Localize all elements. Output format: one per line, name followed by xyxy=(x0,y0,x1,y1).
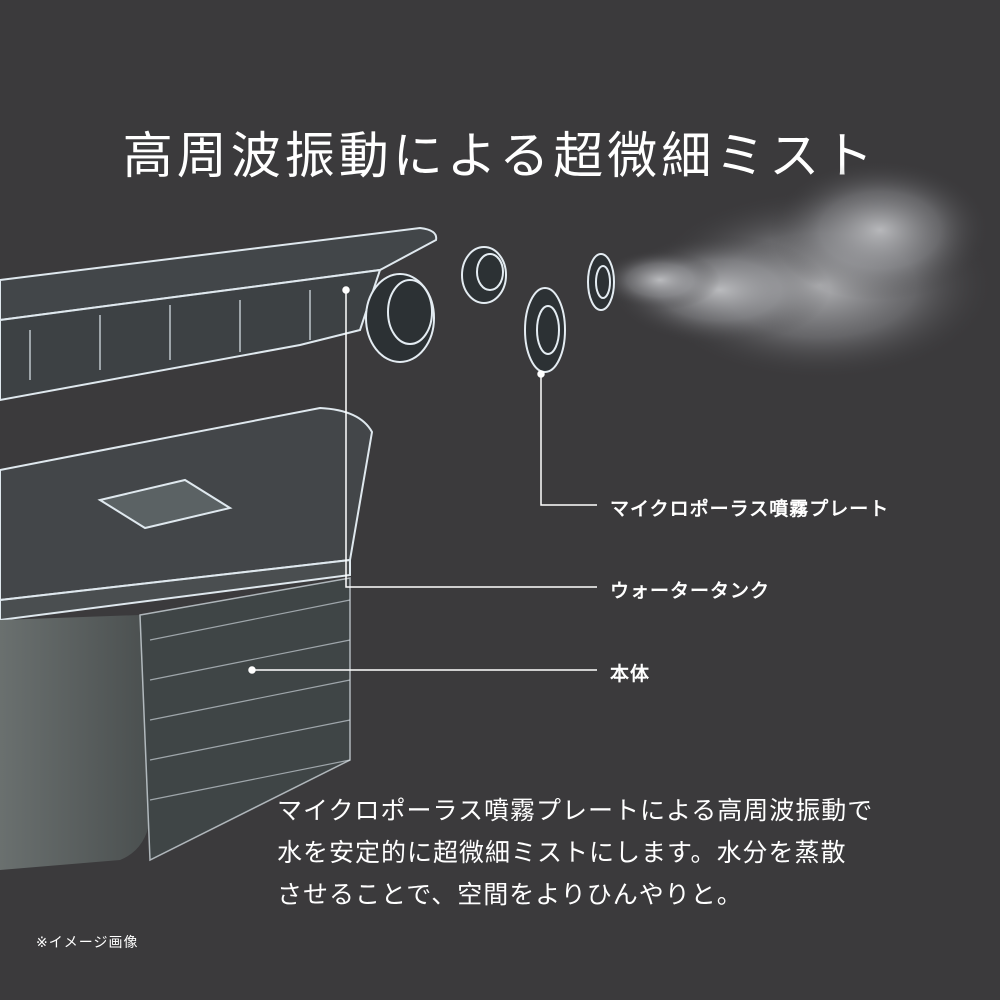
micro-porous-plate-parts xyxy=(365,246,615,373)
image-note: ※イメージ画像 xyxy=(36,935,139,951)
label-water-tank: ウォータータンク xyxy=(610,580,771,602)
label-main-body: 本体 xyxy=(610,663,651,685)
leader-lines xyxy=(248,286,597,674)
description-line-3: させることで、空間をよりひんやりと。 xyxy=(277,880,743,909)
water-tank xyxy=(0,406,374,622)
main-body xyxy=(0,577,351,870)
page-title: 高周波振動による超微細ミスト xyxy=(122,126,878,185)
description-text: マイクロポーラス噴霧プレートによる高周波振動で 水を安定的に超微細ミストにします… xyxy=(277,790,977,916)
label-spray-plate: マイクロポーラス噴霧プレート xyxy=(610,498,890,520)
description-line-1: マイクロポーラス噴霧プレートによる高周波振動で xyxy=(277,796,874,825)
mist-cloud xyxy=(600,160,995,380)
description-line-2: 水を安定的に超微細ミストにします。水分を蒸散 xyxy=(277,838,847,867)
top-lid xyxy=(0,226,438,402)
